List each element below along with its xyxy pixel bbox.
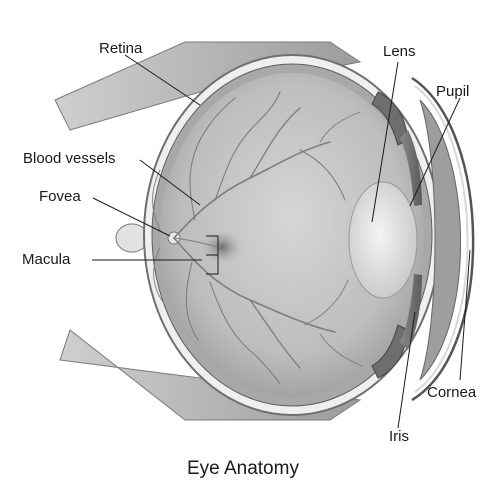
macula-label: Macula xyxy=(22,251,71,268)
retina-label: Retina xyxy=(99,40,143,57)
macula-area xyxy=(200,229,244,265)
cornea-label: Cornea xyxy=(427,384,477,401)
iris-label: Iris xyxy=(389,428,409,445)
diagram-title: Eye Anatomy xyxy=(187,458,299,479)
blood-vessels-label: Blood vessels xyxy=(23,150,116,167)
lens-label: Lens xyxy=(383,43,416,60)
pupil-label: Pupil xyxy=(436,83,469,100)
fovea-label: Fovea xyxy=(39,188,81,205)
lens xyxy=(349,182,417,298)
